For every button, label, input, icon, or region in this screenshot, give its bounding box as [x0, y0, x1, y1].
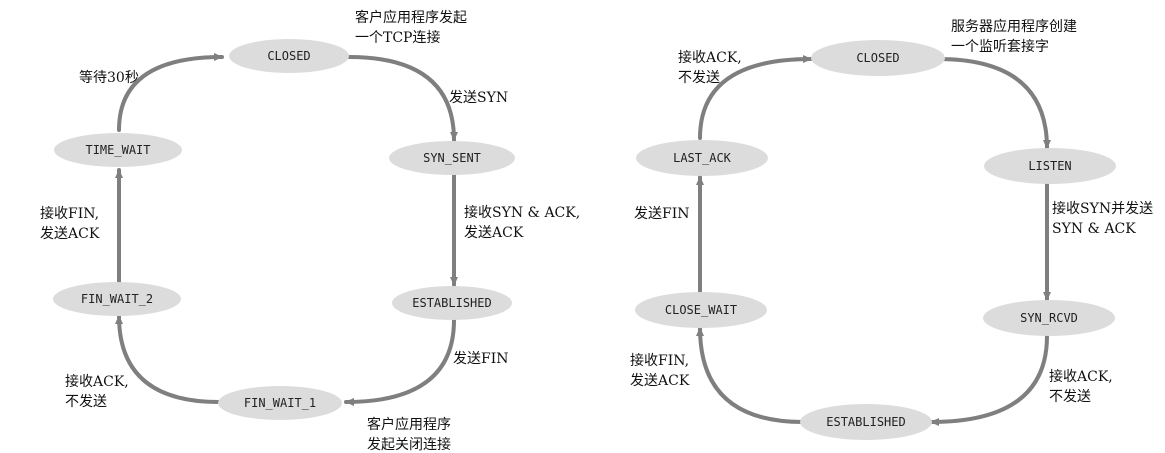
label-server-recv-fin: 接收FIN, 发送ACK	[630, 352, 694, 389]
svg-text:ESTABLISHED: ESTABLISHED	[826, 415, 905, 429]
arrow-closed-to-listen	[936, 57, 1051, 150]
svg-text:FIN_WAIT_2: FIN_WAIT_2	[81, 292, 153, 306]
state-client-established: ESTABLISHED	[392, 286, 512, 320]
state-server-syn-rcvd: SYN_RCVD	[983, 300, 1115, 336]
state-client-closed: CLOSED	[229, 39, 349, 73]
label-server-create-socket: 服务器应用程序创建 一个监听套接字	[951, 18, 1081, 55]
state-client-syn-sent: SYN_SENT	[389, 141, 515, 175]
svg-text:CLOSE_WAIT: CLOSE_WAIT	[665, 303, 737, 317]
state-client-time-wait: TIME_WAIT	[54, 133, 182, 167]
label-server-recv-ack-est: 接收ACK, 不发送	[1049, 368, 1117, 405]
arrow-fin-wait-1-to-fin-wait-2	[115, 314, 221, 404]
label-client-recv-ack: 接收ACK, 不发送	[65, 373, 133, 410]
label-client-recv-synack: 接收SYN & ACK, 发送ACK	[464, 204, 585, 241]
label-server-recv-syn: 接收SYN并发送 SYN & ACK	[1052, 200, 1158, 237]
state-server-listen: LISTEN	[984, 148, 1116, 184]
arrow-established-to-fin-wait-1	[344, 318, 456, 406]
arrow-time-wait-to-closed	[117, 53, 224, 132]
client-diagram: CLOSED SYN_SENT ESTABLISHED FIN_WAIT_1 F…	[40, 9, 585, 453]
label-client-send-fin: 发送FIN	[453, 351, 509, 367]
svg-text:TIME_WAIT: TIME_WAIT	[85, 143, 150, 157]
svg-text:SYN_SENT: SYN_SENT	[423, 151, 481, 165]
label-client-wait-30s: 等待30秒	[79, 69, 139, 86]
svg-text:FIN_WAIT_1: FIN_WAIT_1	[244, 396, 316, 410]
svg-text:SYN_RCVD: SYN_RCVD	[1020, 311, 1078, 325]
state-client-fin-wait-1: FIN_WAIT_1	[218, 386, 342, 420]
svg-text:CLOSED: CLOSED	[856, 51, 899, 65]
server-diagram: CLOSED LISTEN SYN_RCVD ESTABLISHED CLOSE…	[630, 18, 1158, 440]
svg-text:ESTABLISHED: ESTABLISHED	[412, 296, 491, 310]
client-arrows	[115, 53, 458, 406]
label-client-open: 客户应用程序发起 一个TCP连接	[355, 9, 471, 46]
label-server-recv-ack-close: 接收ACK, 不发送	[678, 49, 746, 86]
arrow-last-ack-to-closed	[698, 55, 813, 140]
state-client-fin-wait-2: FIN_WAIT_2	[53, 282, 181, 316]
label-client-recv-fin: 接收FIN, 发送ACK	[40, 205, 104, 242]
label-server-send-fin: 发送FIN	[634, 206, 690, 222]
arrow-closed-to-syn-sent	[347, 55, 458, 142]
state-server-closed: CLOSED	[811, 40, 945, 76]
svg-text:CLOSED: CLOSED	[267, 49, 310, 63]
svg-text:LAST_ACK: LAST_ACK	[673, 151, 732, 165]
svg-text:LISTEN: LISTEN	[1028, 159, 1071, 173]
state-server-last-ack: LAST_ACK	[636, 140, 768, 176]
state-server-established: ESTABLISHED	[800, 404, 932, 440]
arrow-established-to-close-wait	[696, 326, 805, 424]
state-server-close-wait: CLOSE_WAIT	[635, 292, 767, 328]
label-client-app-close: 客户应用程序 发起关闭连接	[367, 416, 455, 453]
arrow-syn-rcvd-to-established	[929, 334, 1049, 426]
label-client-send-syn: 发送SYN	[449, 90, 508, 106]
server-arrows	[696, 55, 1051, 426]
